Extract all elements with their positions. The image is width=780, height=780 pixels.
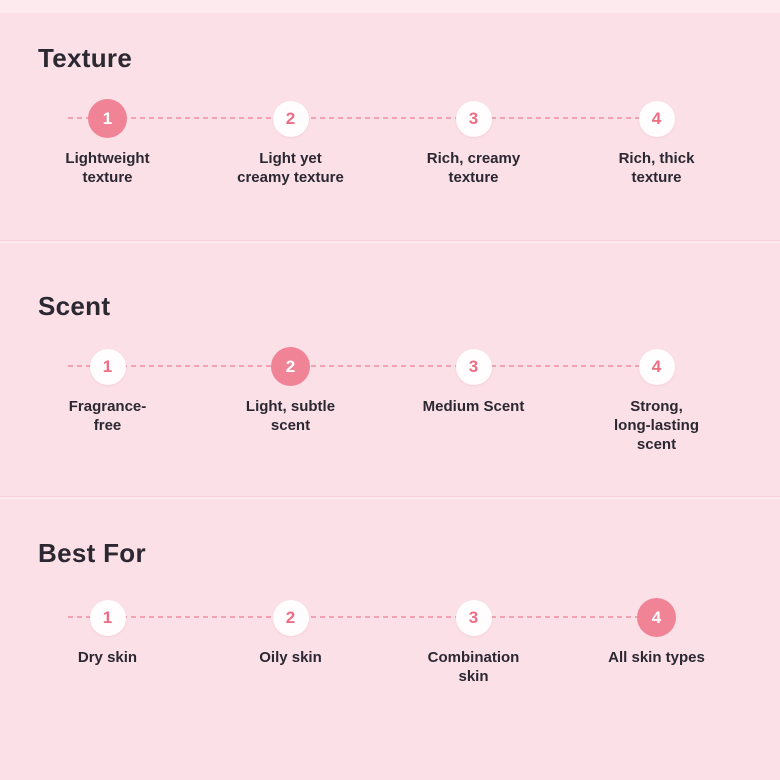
scale-point-number: 4 (651, 356, 662, 376)
rating-scale: 1 2 3 4 Lightweight texture Light yet cr… (0, 99, 780, 187)
scale-point-2: 2 (272, 100, 309, 137)
scale-labels-row: Lightweight texture Light yet creamy tex… (16, 149, 748, 187)
dotted-track (68, 616, 666, 618)
texture-section: Texture 1 2 3 4 Lightweight texture Ligh… (0, 13, 780, 241)
scale-points-row: 1 2 3 4 (16, 347, 748, 386)
scale-point-4: 4 (638, 348, 675, 385)
option-label: Fragrance- free (68, 398, 147, 434)
rating-scale: 1 2 3 4 Dry skin Oily skin Combination s… (0, 598, 780, 686)
scent-section: Scent 1 2 3 4 Fragrance- free Light, sub… (0, 243, 780, 497)
scale-point-4: 4 (637, 598, 676, 637)
option-label: Medium Scent (422, 398, 525, 415)
option-label: Lightweight texture (65, 150, 150, 186)
option-label: Rich, thick texture (618, 150, 695, 186)
scale-point-number: 1 (102, 356, 113, 376)
scale-point-1: 1 (89, 348, 126, 385)
option-label: Oily skin (259, 649, 322, 666)
scale-point-number: 3 (468, 607, 479, 627)
scale-point-4: 4 (638, 100, 675, 137)
section-title: Best For (38, 538, 146, 568)
scale-point-2: 2 (272, 599, 309, 636)
scale-point-number: 1 (102, 108, 113, 128)
scale-point-number: 4 (651, 108, 662, 128)
option-label: Rich, creamy texture (426, 150, 521, 186)
scale-point-number: 3 (468, 108, 479, 128)
scale-point-number: 3 (468, 356, 479, 376)
option-label: Strong, long-lasting scent (614, 398, 699, 453)
scale-point-number: 4 (651, 607, 662, 627)
scale-points-row: 1 2 3 4 (16, 99, 748, 138)
scale-labels-row: Fragrance- free Light, subtle scent Medi… (16, 397, 748, 454)
scale-point-3: 3 (455, 348, 492, 385)
option-label: Light yet creamy texture (237, 150, 344, 186)
option-label: Light, subtle scent (245, 398, 336, 434)
scale-point-1: 1 (88, 99, 127, 138)
best-for-section: Best For 1 2 3 4 Dry skin Oily skin Comb… (0, 499, 780, 780)
section-title: Texture (38, 43, 133, 73)
scale-points-row: 1 2 3 4 (16, 598, 748, 637)
option-label: All skin types (608, 649, 705, 666)
scale-point-number: 1 (102, 607, 113, 627)
dotted-track (68, 365, 666, 367)
scale-point-number: 2 (285, 607, 296, 627)
dotted-track (68, 117, 666, 119)
scale-point-2: 2 (271, 347, 310, 386)
section-title: Scent (38, 291, 111, 321)
option-label: Dry skin (77, 649, 138, 666)
rating-scale: 1 2 3 4 Fragrance- free Light, subtle sc… (0, 347, 780, 454)
scale-point-number: 2 (285, 108, 296, 128)
scale-point-1: 1 (89, 599, 126, 636)
scale-point-3: 3 (455, 599, 492, 636)
scale-labels-row: Dry skin Oily skin Combination skin All … (16, 648, 748, 686)
option-label: Combination skin (427, 649, 520, 685)
scale-point-number: 2 (285, 356, 296, 376)
scale-point-3: 3 (455, 100, 492, 137)
